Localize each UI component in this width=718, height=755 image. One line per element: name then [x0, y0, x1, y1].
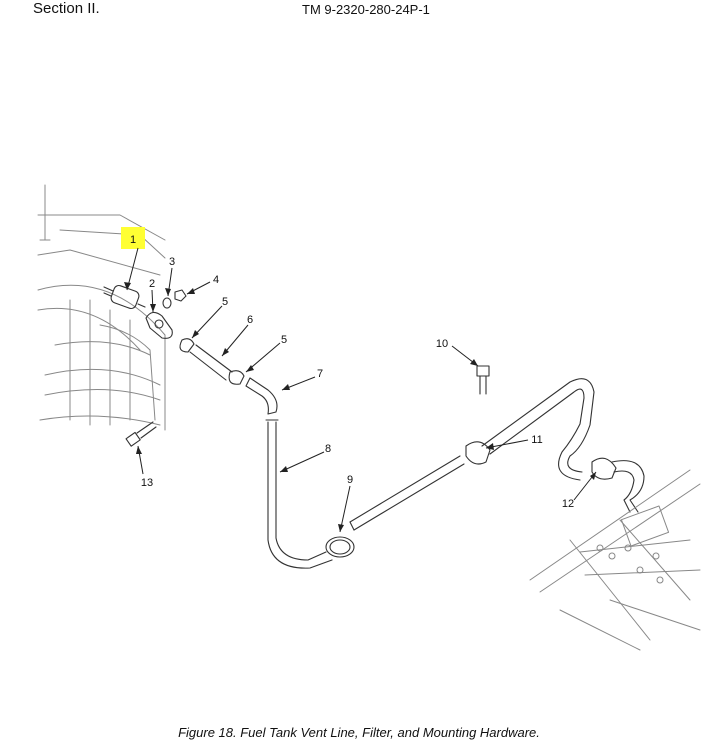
callout-1: 1: [130, 234, 136, 246]
callout-8: 8: [325, 443, 331, 455]
callout-5-second: 5: [281, 334, 287, 346]
fuel-tank-illustration: [37, 184, 166, 431]
callout-12: 12: [562, 498, 574, 510]
callout-highlight: [121, 227, 145, 249]
callout-9: 9: [347, 474, 353, 486]
callout-2: 2: [149, 278, 155, 290]
frame-illustration: [529, 469, 701, 651]
callout-3: 3: [169, 256, 175, 268]
callout-13: 13: [141, 477, 153, 489]
vent-filter: [103, 284, 146, 310]
tm-number: TM 9-2320-280-24P-1: [302, 2, 430, 17]
callout-10: 10: [436, 338, 448, 350]
callout-5: 5: [222, 296, 228, 308]
callout-4: 4: [213, 274, 219, 286]
callout-6: 6: [247, 314, 253, 326]
bracket: [145, 311, 173, 339]
callout-11: 11: [531, 434, 542, 446]
section-label: Section II.: [33, 0, 100, 17]
callout-7: 7: [317, 368, 323, 380]
figure-caption: Figure 18. Fuel Tank Vent Line, Filter, …: [178, 725, 540, 740]
